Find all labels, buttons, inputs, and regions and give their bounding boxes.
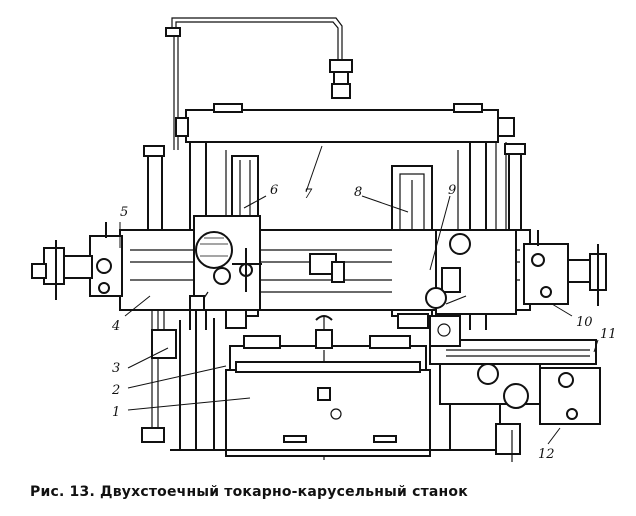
callout-10: 10 [576,315,593,330]
figure-caption: Рис. 13. Двухстоечный токарно-карусельны… [30,484,468,500]
callout-11: 11 [600,327,617,342]
table [170,310,500,460]
callout-5: 5 [120,205,128,220]
callout-4: 4 [111,319,120,334]
callout-2: 2 [111,383,120,398]
top-pipe [165,17,353,150]
right-side-head [523,230,607,306]
callout-12: 12 [538,447,555,462]
hanging-box [151,310,177,359]
callout-1: 1 [112,405,120,420]
callout-3: 3 [112,361,120,376]
right-saddle [425,229,517,315]
callout-6: 6 [270,183,278,198]
control-pendant [429,315,601,462]
callout-9: 9 [448,183,456,198]
callout-7: 7 [304,187,313,202]
leaders [119,145,599,445]
crossbeam [175,103,515,143]
left-saddle [189,215,262,311]
left-side-head [31,222,123,300]
callout-8: 8 [354,185,362,200]
